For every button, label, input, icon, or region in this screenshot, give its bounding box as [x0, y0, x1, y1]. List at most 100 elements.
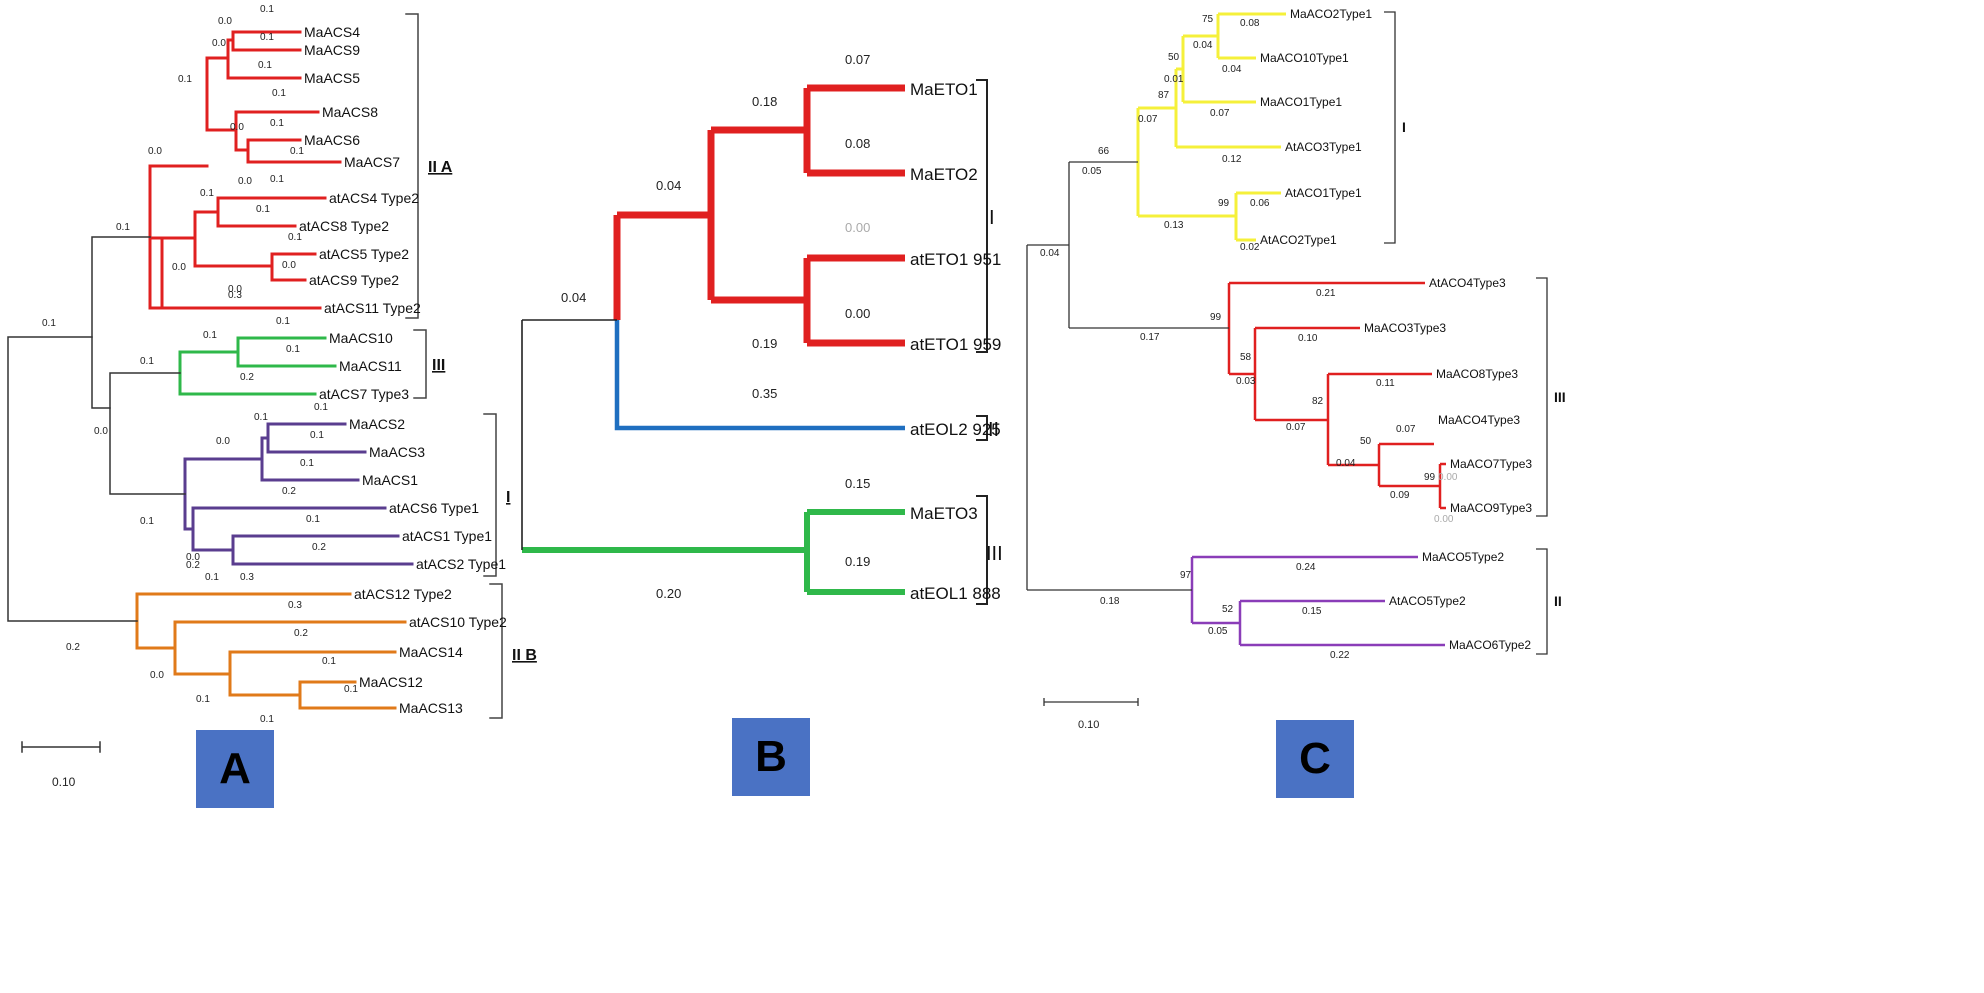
branch-label: 0.2 [312, 542, 326, 553]
branch-label: 0.1 [314, 402, 328, 413]
branch-label: 0.03 [1236, 376, 1256, 387]
branch-label: 0.1 [290, 146, 304, 157]
branch-label: 0.18 [752, 94, 777, 109]
branch-label: 66 [1098, 146, 1110, 157]
leaf-label: MaACS11 [339, 358, 402, 374]
branch-label: 0.21 [1316, 288, 1336, 299]
backbone-c [1026, 161, 1229, 591]
branch-label: 0.24 [1296, 562, 1316, 573]
branch-label: 0.1 [322, 656, 336, 667]
branch-label: 0.08 [845, 136, 870, 151]
leaf-label: MaACO10Type1 [1260, 51, 1349, 65]
branch-label: 0.19 [752, 336, 777, 351]
scale-label-a: 0.10 [52, 775, 76, 789]
panel-b-tree [521, 79, 988, 605]
leaf-label: MaACO9Type3 [1450, 501, 1532, 515]
branch-label: 0.1 [270, 118, 284, 129]
branch-label: 0.07 [845, 52, 870, 67]
branch-label: 52 [1222, 604, 1234, 615]
branch-label: 0.17 [1140, 332, 1160, 343]
group-label: II [988, 419, 999, 441]
group-label: III [1554, 389, 1566, 405]
branch-label: 0.1 [196, 694, 210, 705]
clade-i-red [613, 84, 905, 347]
branch-label: 0.1 [254, 412, 268, 423]
branch-label: 0.1 [116, 222, 130, 233]
branch-label: 0.1 [306, 514, 320, 525]
branch-label: 0.00 [1434, 514, 1454, 525]
branch-label: 50 [1360, 436, 1372, 447]
panel-c-branch-labels: 75 0.08 50 0.04 0.04 0.01 87 0.07 0.07 6… [1040, 14, 1458, 661]
branch-label: 0.12 [1222, 154, 1242, 165]
branch-label: 0.35 [752, 386, 777, 401]
panel-a-group-labels: II A III I II B [428, 159, 537, 664]
leaf-label: MaETO1 [910, 80, 978, 99]
branch-label: 99 [1210, 312, 1222, 323]
branch-label: 99 [1424, 472, 1436, 483]
leaf-label: atACS12 Type2 [354, 586, 452, 602]
branch-label: 0.0 [212, 38, 226, 49]
clade-ii-violet [1190, 555, 1445, 647]
branch-label: 0.2 [294, 628, 308, 639]
scale-bar-a [21, 741, 101, 753]
clade-iii-green [178, 336, 337, 396]
leaf-label: MaACS9 [304, 42, 360, 58]
leaf-label: MaACO6Type2 [1449, 638, 1531, 652]
panel-badge-a: A [196, 730, 274, 808]
leaf-label: atACS10 Type2 [409, 614, 507, 630]
panel-a-tree [7, 13, 503, 753]
branch-label: 0.1 [256, 204, 270, 215]
branch-label: 0.1 [42, 318, 56, 329]
branch-label: 75 [1202, 14, 1214, 25]
branch-label: 0.22 [1330, 650, 1350, 661]
branch-label: 0.02 [1240, 242, 1260, 253]
leaf-label: MaACS12 [359, 674, 423, 690]
clade-i-yellow [1136, 12, 1286, 242]
branch-label: 0.09 [1390, 490, 1410, 501]
leaf-label: MaACO2Type1 [1290, 7, 1372, 21]
leaf-label: atACS2 Type1 [416, 556, 506, 572]
leaf-label: AtACO3Type1 [1285, 140, 1362, 154]
leaf-label: MaACS6 [304, 132, 360, 148]
leaf-label: AtACO1Type1 [1285, 186, 1362, 200]
branch-label: 97 [1180, 570, 1192, 581]
group-brackets-b [976, 79, 988, 605]
branch-label: 0.01 [1164, 74, 1184, 85]
scale-label-c: 0.10 [1078, 719, 1099, 731]
leaf-label: MaACS5 [304, 70, 360, 86]
branch-label: 0.04 [1040, 248, 1060, 259]
branch-label: 0.1 [258, 60, 272, 71]
branch-label: 0.1 [286, 344, 300, 355]
branch-label: 50 [1168, 52, 1180, 63]
branch-label: 0.1 [200, 188, 214, 199]
branch-label: 0.1 [276, 316, 290, 327]
leaf-label: MaACS10 [329, 330, 393, 346]
branch-label: 0.07 [1210, 108, 1230, 119]
branch-label: 0.2 [240, 372, 254, 383]
branch-label: 0.0 [186, 552, 200, 563]
branch-label: 0.1 [260, 714, 274, 725]
branch-label: 0.1 [205, 572, 219, 583]
leaf-label: atEOL2 925 [910, 420, 1001, 439]
leaf-label: MaACO8Type3 [1436, 367, 1518, 381]
leaf-label: MaETO2 [910, 165, 978, 184]
branch-label: 0.0 [216, 436, 230, 447]
panel-c-leaf-labels: MaACO2Type1 MaACO10Type1 MaACO1Type1 AtA… [1260, 7, 1532, 652]
leaf-label: atEOL1 888 [910, 584, 1001, 603]
panel-b-leaf-labels: MaETO1 MaETO2 atETO1 951 atETO1 959 atEO… [910, 80, 1001, 603]
leaf-label: atACS1 Type1 [402, 528, 492, 544]
leaf-label: MaETO3 [910, 504, 978, 523]
leaf-label: MaACS4 [304, 24, 360, 40]
branch-label: 82 [1312, 396, 1324, 407]
leaf-label: MaACS7 [344, 154, 400, 170]
leaf-label: atETO1 959 [910, 335, 1001, 354]
branch-label: 0.05 [1082, 166, 1102, 177]
branch-label: 0.1 [300, 458, 314, 469]
branch-label: 0.10 [1298, 333, 1318, 344]
group-label: III [432, 357, 445, 374]
branch-label: 0.04 [561, 290, 586, 305]
branch-label: 0.11 [1376, 378, 1395, 389]
branch-label: 0.1 [272, 88, 286, 99]
panel-a-leaf-labels: MaACS4 MaACS9 MaACS5 MaACS8 MaACS6 MaACS… [299, 24, 507, 716]
